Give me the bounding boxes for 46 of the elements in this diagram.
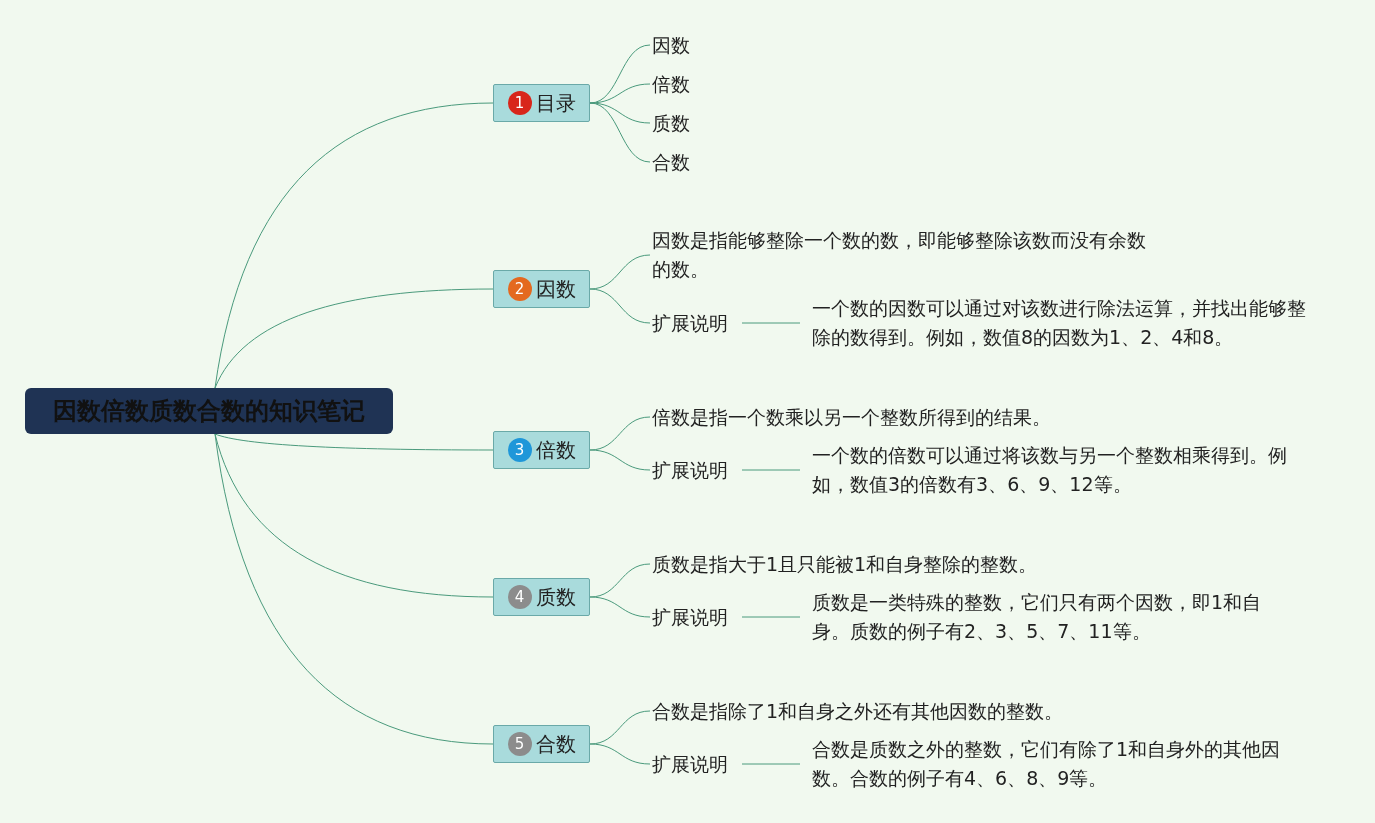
connector-line: [214, 288, 494, 389]
subtopic-label: 扩展说明: [652, 308, 728, 338]
connector-line: [741, 763, 801, 765]
topic-label: 因数: [535, 275, 576, 303]
topic-label: 倍数: [652, 69, 690, 99]
topic-label: 目录: [535, 89, 576, 117]
topic-box: [493, 431, 590, 469]
topic-label: 合数: [535, 730, 576, 758]
topic-box: [493, 725, 590, 763]
topic-label: 因数: [652, 30, 690, 60]
definition-text: 质数是指大于1且只能被1和自身整除的整数。: [652, 549, 1162, 579]
connector-line: [589, 743, 651, 765]
number-badge: 1: [507, 91, 532, 115]
connector-line: [214, 433, 494, 451]
topic-label: 质数: [652, 108, 690, 138]
topic-box: [493, 270, 590, 308]
connector-line: [589, 102, 651, 163]
topic-box: [493, 578, 590, 616]
number-badge: 4: [507, 585, 532, 609]
connector-line: [214, 433, 494, 745]
connector-line: [741, 616, 801, 618]
number-badge: 2: [507, 277, 532, 301]
connector-line: [589, 288, 651, 324]
definition-text: 合数是指除了1和自身之外还有其他因数的整数。: [652, 696, 1162, 726]
topic-box: [493, 84, 590, 122]
explanation-text: 一个数的因数可以通过对该数进行除法运算，并找出能够整除的数得到。例如，数值8的因数为1、2、4和8。: [812, 294, 1312, 352]
connector-line: [741, 469, 801, 471]
explanation-text: 一个数的倍数可以通过将该数与另一个整数相乘得到。例如，数值3的倍数有3、6、9、12等。: [812, 441, 1322, 499]
subtopic-label: 扩展说明: [652, 602, 728, 632]
connector-line: [589, 449, 651, 471]
topic-label: 倍数: [535, 436, 576, 464]
number-badge: 5: [507, 732, 532, 756]
subtopic-label: 扩展说明: [652, 455, 728, 485]
connector-line: [589, 596, 651, 618]
connector-line: [589, 254, 651, 290]
central-topic-box: 因数倍数质数合数的知识笔记: [25, 388, 393, 434]
explanation-text: 质数是一类特殊的整数，它们只有两个因数，即1和自身。质数的例子有2、3、5、7、11等。: [812, 588, 1292, 646]
subtopic-label: 扩展说明: [652, 749, 728, 779]
connector-line: [741, 322, 801, 324]
definition-text: 倍数是指一个数乘以另一个整数所得到的结果。: [652, 402, 1162, 432]
topic-label: 合数: [652, 147, 690, 177]
definition-text: 因数是指能够整除一个数的数，即能够整除该数而没有余数的数。: [652, 226, 1152, 284]
number-badge: 3: [507, 438, 532, 462]
connector-line: [589, 102, 651, 124]
topic-label: 质数: [535, 583, 576, 611]
explanation-text: 合数是质数之外的整数，它们有除了1和自身外的其他因数。合数的例子有4、6、8、9等。: [812, 735, 1312, 793]
